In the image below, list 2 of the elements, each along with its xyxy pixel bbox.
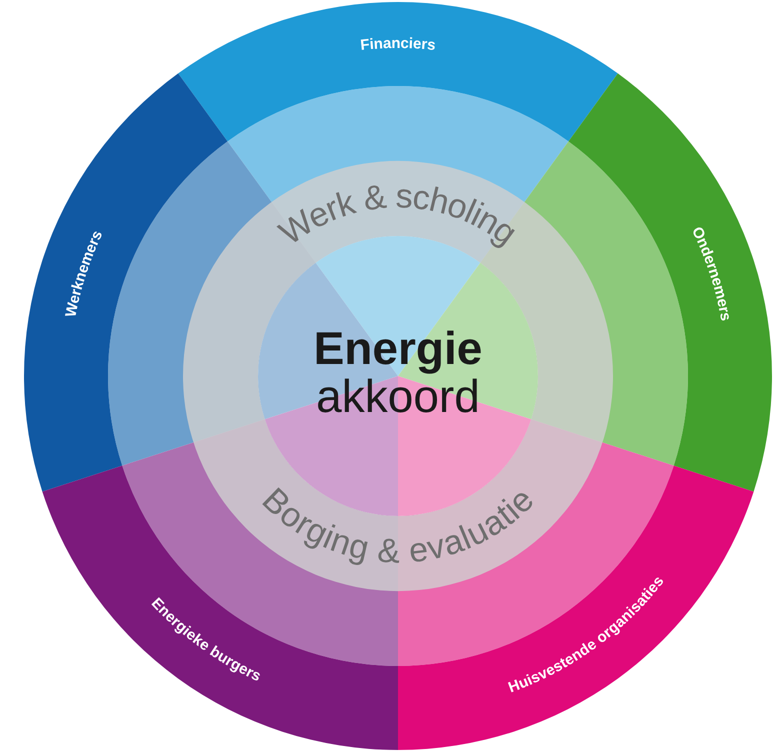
segment-label: Financiers (360, 34, 436, 54)
title-text: Energie (314, 322, 482, 374)
